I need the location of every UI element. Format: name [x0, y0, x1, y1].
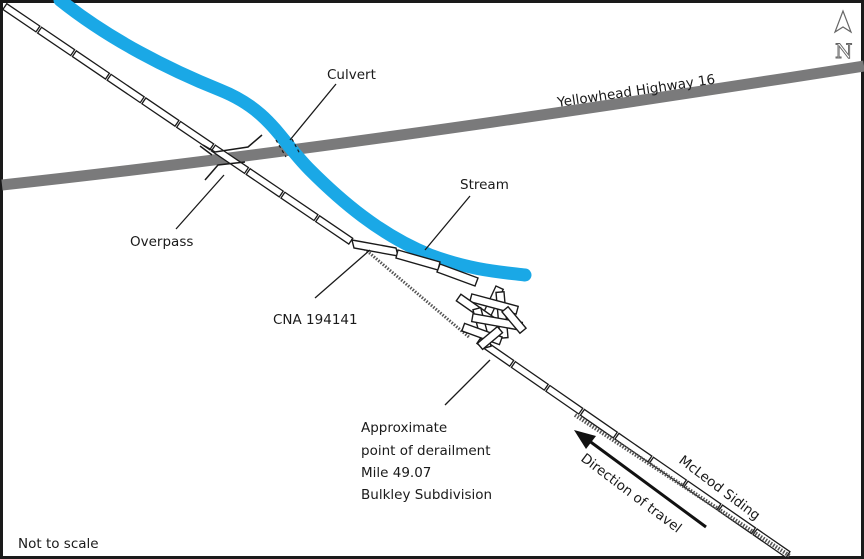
- culvert-marks: [275, 138, 301, 158]
- arrowhead-icon: [574, 430, 596, 449]
- rail-car: [280, 191, 319, 222]
- rail-car: [175, 120, 215, 151]
- derailment-rail-mark: [359, 243, 471, 340]
- overpass-leader: [175, 174, 225, 230]
- rail-car: [314, 214, 354, 245]
- derailment-leader: [444, 359, 491, 406]
- rail-car: [210, 144, 250, 175]
- derailment-label-line2: point of derailment: [361, 443, 491, 459]
- stream-label: Stream: [460, 177, 509, 193]
- culvert-leader: [289, 83, 337, 141]
- stream: [53, 0, 532, 282]
- rail-car: [579, 408, 619, 439]
- car-label: CNA 194141: [273, 312, 358, 328]
- overpass-structure: [199, 134, 263, 181]
- rail-car: [71, 49, 111, 80]
- culvert-label: Culvert: [327, 67, 376, 83]
- derailment-label-line1: Approximate: [361, 420, 447, 436]
- rail-car: [141, 97, 180, 128]
- car-leader: [314, 249, 371, 299]
- direction-arrow: [574, 430, 707, 529]
- north-arrow-icon: N: [833, 9, 853, 63]
- rail-car: [1, 2, 41, 33]
- derailment-label-line3: Mile 49.07: [361, 465, 431, 481]
- highway-16: [1, 60, 864, 191]
- derailment-label-line4: Bulkley Subdivision: [361, 487, 492, 503]
- overpass-label: Overpass: [130, 234, 193, 250]
- stream-leader: [424, 195, 471, 251]
- scale-note: Not to scale: [18, 536, 99, 552]
- car-cna-194141: [351, 239, 479, 287]
- rail-car: [510, 360, 550, 392]
- rail-car: [106, 73, 146, 104]
- derailed-cars-pile: [455, 285, 528, 351]
- mcleod-siding-track: [573, 413, 792, 558]
- rail-car: [245, 167, 285, 198]
- rail-car: [36, 26, 76, 57]
- north-letter: N: [835, 39, 853, 63]
- rail-car: [544, 384, 584, 415]
